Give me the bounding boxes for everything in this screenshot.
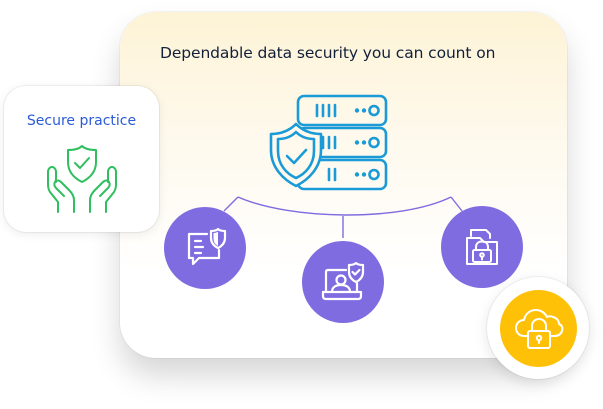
cloud-lock-badge xyxy=(500,290,577,367)
laptop-user-node xyxy=(302,241,384,323)
secure-practice-title: Secure practice xyxy=(26,113,137,129)
server-stack-with-shield-icon xyxy=(269,94,388,191)
secure-practice-card: Secure practice xyxy=(4,86,159,232)
hands-holding-shield-icon xyxy=(47,145,117,213)
locked-folder-icon xyxy=(466,229,498,265)
secure-chat-shield-icon xyxy=(187,227,227,266)
headline: Dependable data security you can count o… xyxy=(160,44,496,62)
laptop-user-shield-icon xyxy=(321,261,365,301)
cloud-lock-icon xyxy=(514,308,563,349)
secure-chat-node xyxy=(164,207,246,289)
locked-folder-node xyxy=(441,206,523,288)
